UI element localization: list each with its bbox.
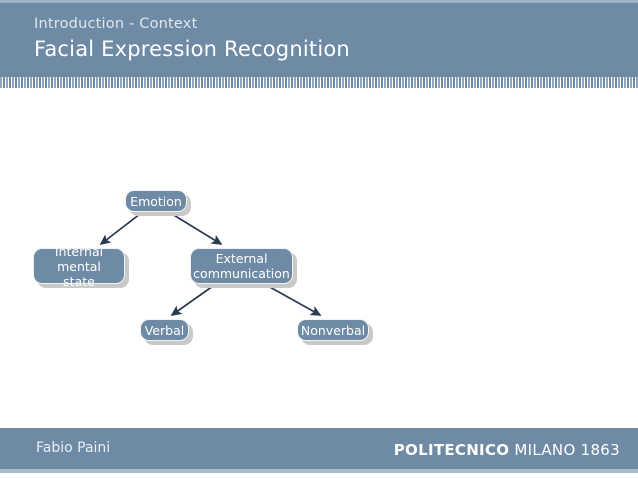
diagram-node-external-communication[interactable]: External communication	[190, 248, 293, 284]
edge-external-nonverbal	[267, 285, 322, 316]
diagram-arrows	[99, 213, 322, 316]
header-subtitle: Introduction - Context	[34, 16, 198, 32]
politecnico-logo: POLITECNICO MILANO 1863	[394, 441, 620, 459]
header-stripe-band-cap	[0, 75, 638, 77]
slide-header: Introduction - Context Facial Expression…	[0, 3, 638, 75]
edge-emotion-internal	[99, 213, 141, 246]
diagram-node-nonverbal[interactable]: Nonverbal	[297, 319, 369, 341]
diagram-node-verbal[interactable]: Verbal	[140, 319, 189, 341]
footer-author-name: Fabio Paini	[36, 440, 111, 456]
logo-milano-text: MILANO 1863	[514, 441, 620, 459]
diagram-canvas: Emotion Internal mental state External c…	[0, 88, 638, 428]
page-title: Facial Expression Recognition	[34, 37, 350, 61]
footer-hairline	[0, 469, 638, 473]
logo-politecnico-text: POLITECNICO	[393, 441, 510, 459]
diagram-node-internal-mental-state[interactable]: Internal mental state	[33, 244, 125, 289]
slide-footer	[0, 428, 638, 469]
top-hairline	[0, 0, 638, 3]
footer-bottom-margin	[0, 473, 638, 479]
edge-emotion-external	[171, 213, 223, 245]
diagram-node-emotion[interactable]: Emotion	[125, 190, 187, 212]
edge-external-verbal	[170, 285, 214, 316]
header-stripe-band	[0, 75, 638, 88]
